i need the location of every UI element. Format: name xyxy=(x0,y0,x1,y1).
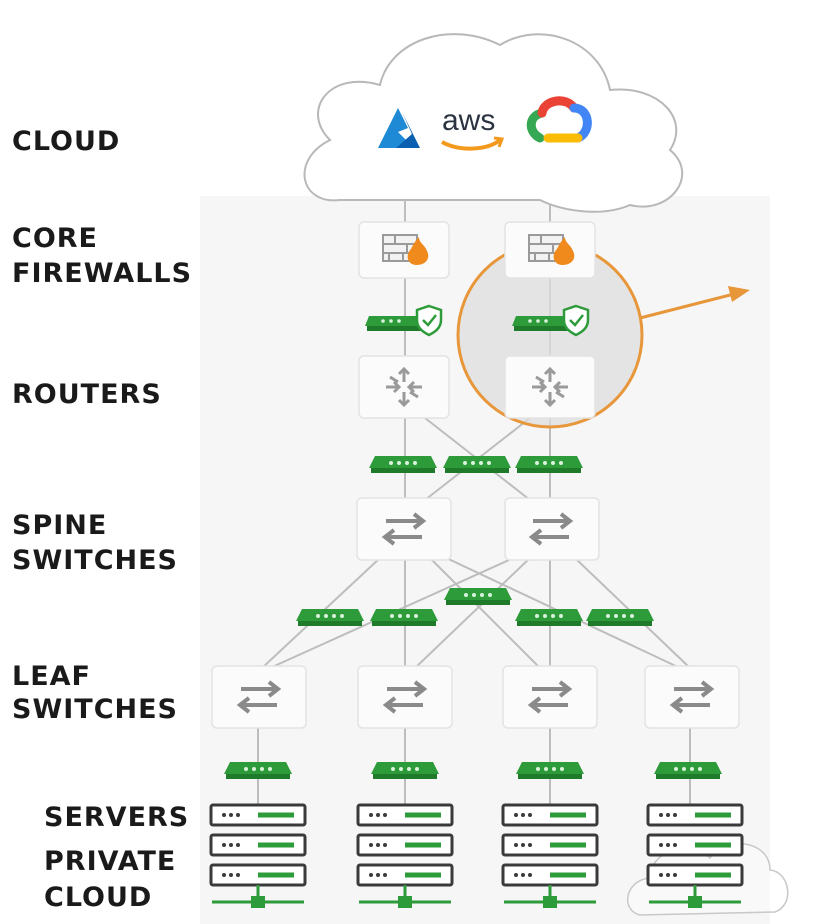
firewall-node-right xyxy=(504,221,596,279)
aws-logo: aws xyxy=(441,104,505,151)
server-stack-1 xyxy=(209,803,307,908)
packet-broker-icon xyxy=(369,456,437,473)
packet-broker-icon xyxy=(443,456,511,473)
leaf-switch-1 xyxy=(211,665,307,729)
highlight-arrow-head xyxy=(728,286,750,302)
server-icon xyxy=(356,803,454,827)
packet-broker-icon xyxy=(516,762,584,779)
server-stack-4 xyxy=(646,803,744,908)
aws-text: aws xyxy=(442,104,495,137)
spine-switch-left xyxy=(356,497,452,561)
packet-broker-icon xyxy=(515,456,583,473)
leaf-switch-2 xyxy=(357,665,453,729)
server-icon xyxy=(356,863,454,887)
packet-broker-icon xyxy=(515,609,583,626)
tier-label-routers: ROUTERS xyxy=(12,379,162,410)
leaf-switch-3 xyxy=(502,665,598,729)
tier-label-private-cloud: CLOUD xyxy=(44,882,152,913)
public-cloud-shape xyxy=(303,33,684,213)
packet-broker-icon xyxy=(586,609,654,626)
tier-label-core: CORE xyxy=(12,223,98,254)
tier-label-spine: SPINE xyxy=(12,510,107,541)
server-icon xyxy=(356,833,454,857)
tier-label-servers: SERVERS xyxy=(44,802,189,833)
packet-broker-icon xyxy=(370,609,438,626)
tier-label-private: PRIVATE xyxy=(44,846,176,877)
server-stack-3 xyxy=(501,803,599,908)
tier-label-spine-switches: SWITCHES xyxy=(12,545,178,576)
tier-labels: CLOUD CORE FIREWALLS ROUTERS SPINE SWITC… xyxy=(12,126,192,913)
firewall-node-left xyxy=(358,221,450,279)
server-icon xyxy=(501,833,599,857)
packet-broker-icon xyxy=(224,762,292,779)
server-icon xyxy=(501,863,599,887)
server-icon xyxy=(209,833,307,857)
leaf-switch-4 xyxy=(644,665,740,729)
tier-label-leaf-switches: SWITCHES xyxy=(12,694,178,725)
router-node-right xyxy=(504,355,596,419)
highlight-arrow xyxy=(639,291,739,320)
server-icon xyxy=(646,833,744,857)
router-node-left xyxy=(358,355,450,419)
tier-label-leaf: LEAF xyxy=(12,661,91,692)
tier-label-firewalls: FIREWALLS xyxy=(12,258,192,289)
server-icon xyxy=(209,863,307,887)
server-icon xyxy=(646,863,744,887)
packet-broker-icon xyxy=(444,588,512,605)
server-icon xyxy=(209,803,307,827)
tier-label-cloud: CLOUD xyxy=(12,126,120,157)
packet-broker-icon xyxy=(296,609,364,626)
packet-broker-icon xyxy=(654,762,722,779)
packet-broker-icon xyxy=(371,762,439,779)
server-icon xyxy=(646,803,744,827)
server-stack-2 xyxy=(356,803,454,908)
server-icon xyxy=(501,803,599,827)
spine-switch-right xyxy=(504,497,600,561)
google-cloud-icon xyxy=(526,96,592,143)
azure-icon xyxy=(378,108,420,148)
